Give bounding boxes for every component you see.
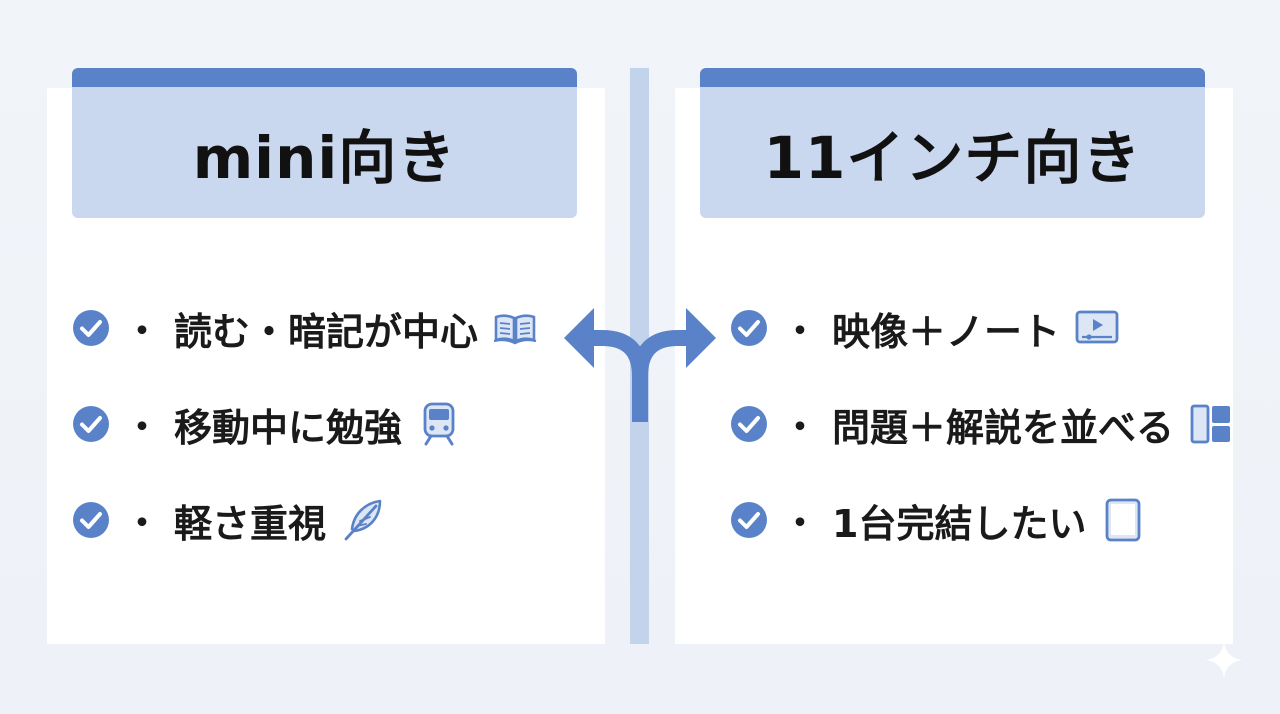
list-item: ・ 軽さ重視 <box>72 468 538 572</box>
mini-header: mini向き <box>72 68 577 218</box>
video-player-icon <box>1075 310 1119 344</box>
feature-label: 移動中に勉強 <box>174 405 403 450</box>
bullet-mark: ・ <box>782 407 819 448</box>
train-icon <box>423 402 455 446</box>
mini-feature-list: ・ 読む・暗記が中心 ・ 移動中に勉強 <box>72 276 538 572</box>
check-circle-icon <box>731 502 767 538</box>
bullet-mark: ・ <box>124 311 161 352</box>
split-view-icon <box>1190 404 1231 444</box>
check-circle-icon <box>73 406 109 442</box>
feature-label: 1台完結したい <box>832 501 1087 546</box>
book-icon <box>493 314 537 345</box>
feature-label: 問題＋解説を並べる <box>832 405 1175 450</box>
check-circle-icon <box>73 502 109 538</box>
mini-title: mini向き <box>192 123 457 192</box>
feather-icon <box>344 499 382 541</box>
list-item: ・ 移動中に勉強 <box>72 372 538 476</box>
feature-label: 読む・暗記が中心 <box>174 309 479 354</box>
eleven-inch-header: 11インチ向き <box>700 68 1205 218</box>
list-item: ・ 読む・暗記が中心 <box>72 276 538 380</box>
fork-arrows-icon <box>564 308 716 422</box>
bullet-mark: ・ <box>124 407 161 448</box>
bullet-mark: ・ <box>782 311 819 352</box>
mini-header-accent-bar <box>72 68 577 87</box>
check-circle-icon <box>731 406 767 442</box>
feature-label: 映像＋ノート <box>832 309 1061 354</box>
check-circle-icon <box>73 310 109 346</box>
tablet-icon <box>1106 498 1141 542</box>
list-item: ・ 問題＋解説を並べる <box>730 372 1234 476</box>
list-item: ・ 映像＋ノート <box>730 276 1234 380</box>
feature-label: 軽さ重視 <box>174 501 327 546</box>
sparkle-icon <box>1206 642 1242 678</box>
check-circle-icon <box>731 310 767 346</box>
eleven-inch-feature-list: ・ 映像＋ノート ・ 問題＋解説を並べる <box>730 276 1234 572</box>
eleven-inch-title: 11インチ向き <box>763 123 1142 192</box>
eleven-inch-header-accent-bar <box>700 68 1205 87</box>
list-item: ・ 1台完結したい <box>730 468 1234 572</box>
bullet-mark: ・ <box>124 503 161 544</box>
bullet-mark: ・ <box>782 503 819 544</box>
